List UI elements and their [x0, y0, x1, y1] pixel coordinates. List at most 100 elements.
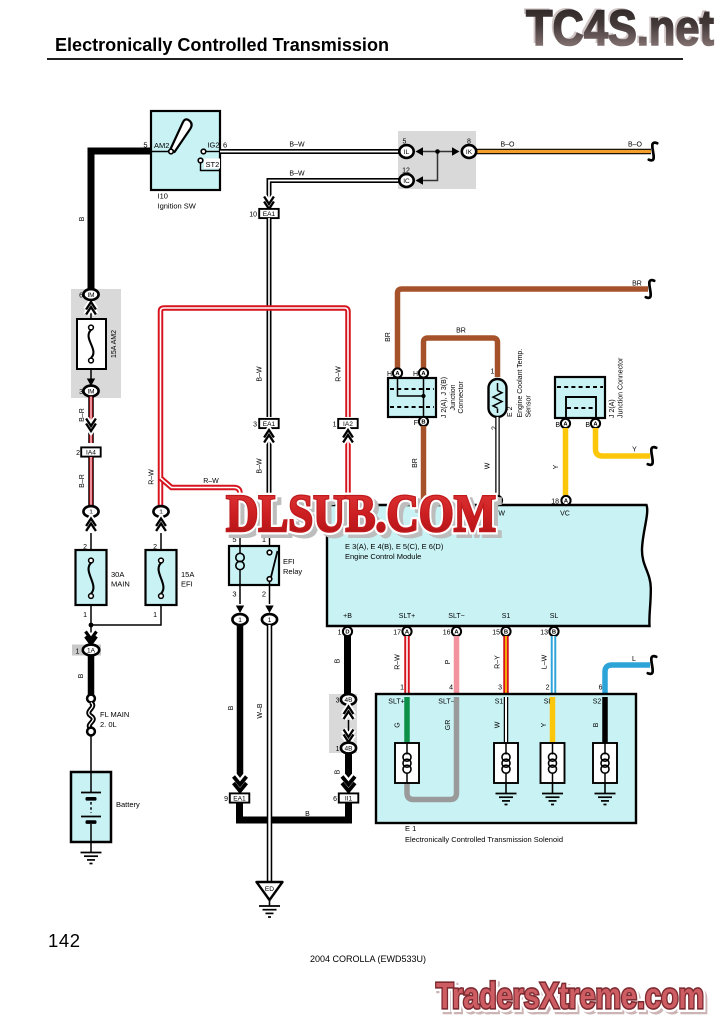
svg-text:Y: Y: [632, 447, 637, 454]
svg-text:Junction: Junction: [450, 384, 457, 410]
svg-text:R–W: R–W: [336, 366, 343, 382]
svg-text:TradersXtreme.com: TradersXtreme.com: [436, 975, 704, 1016]
svg-text:BR: BR: [385, 332, 392, 342]
svg-text:3: 3: [232, 590, 236, 599]
svg-text:R–W: R–W: [149, 469, 156, 485]
svg-text:Engine Control Module: Engine Control Module: [345, 552, 421, 561]
svg-text:AM2: AM2: [154, 141, 169, 150]
svg-text:A: A: [564, 499, 569, 505]
svg-text:IK: IK: [466, 149, 473, 156]
svg-text:S1: S1: [495, 699, 504, 706]
svg-text:B: B: [585, 422, 590, 429]
svg-text:S1: S1: [502, 613, 511, 620]
svg-text:IA4: IA4: [86, 449, 96, 456]
svg-text:ST2: ST2: [206, 160, 220, 169]
svg-text:B: B: [552, 630, 556, 636]
svg-text:EFI: EFI: [181, 580, 193, 589]
svg-text:P: P: [445, 659, 452, 664]
svg-text:BR: BR: [632, 281, 642, 288]
svg-text:A: A: [563, 422, 568, 428]
svg-text:6: 6: [599, 685, 603, 692]
svg-text:F: F: [414, 420, 418, 427]
svg-text:2: 2: [492, 426, 499, 430]
svg-text:W–B: W–B: [257, 703, 264, 719]
svg-text:2: 2: [153, 544, 157, 551]
svg-text:TC4S.net: TC4S.net: [526, 0, 714, 56]
svg-text:Ignition SW: Ignition SW: [158, 202, 197, 211]
svg-text:B–R: B–R: [79, 408, 86, 422]
svg-text:8: 8: [467, 139, 471, 146]
svg-text:B: B: [495, 499, 499, 505]
svg-text:2: 2: [262, 590, 266, 599]
svg-text:TC4S.net: TC4S.net: [524, 0, 712, 54]
svg-text:II1: II1: [345, 795, 353, 802]
svg-text:MAIN: MAIN: [111, 580, 130, 589]
svg-text:B–O: B–O: [628, 142, 643, 149]
svg-text:17: 17: [393, 630, 401, 637]
svg-text:B–O: B–O: [500, 142, 515, 149]
svg-text:B–W: B–W: [257, 366, 264, 382]
svg-text:DLSUB.COM: DLSUB.COM: [226, 485, 496, 543]
svg-text:B: B: [228, 705, 235, 710]
svg-text:Relay: Relay: [283, 567, 302, 576]
svg-text:J 2(A), J 3(B): J 2(A), J 3(B): [441, 377, 448, 418]
svg-text:Y: Y: [541, 722, 548, 727]
svg-text:9: 9: [224, 796, 228, 803]
svg-text:H: H: [387, 371, 392, 378]
svg-text:EA1: EA1: [263, 421, 276, 428]
svg-text:15: 15: [492, 630, 500, 637]
svg-text:Junction Connector: Junction Connector: [618, 357, 625, 418]
svg-text:15A: 15A: [181, 570, 194, 579]
svg-text:IL: IL: [404, 149, 410, 156]
svg-text:W: W: [495, 721, 502, 728]
svg-text:IM: IM: [87, 388, 94, 395]
svg-text:DLSUB.COM: DLSUB.COM: [231, 489, 501, 547]
svg-text:DLSUB.COM: DLSUB.COM: [226, 485, 496, 543]
svg-text:THW: THW: [489, 511, 505, 518]
svg-text:2. 0L: 2. 0L: [100, 720, 117, 729]
svg-text:5: 5: [403, 139, 407, 146]
svg-text:B–W: B–W: [289, 171, 305, 178]
svg-text:2004 COROLLA (EWD533U): 2004 COROLLA (EWD533U): [310, 954, 426, 964]
svg-text:1: 1: [238, 617, 242, 624]
svg-text:13: 13: [540, 630, 548, 637]
svg-text:R–W: R–W: [395, 654, 402, 670]
svg-text:B–R: B–R: [79, 474, 86, 488]
svg-text:EA1: EA1: [233, 795, 246, 802]
svg-text:1: 1: [153, 612, 157, 619]
svg-text:1: 1: [83, 612, 87, 619]
svg-text:Electronically Controlled Tran: Electronically Controlled Transmission S…: [405, 835, 563, 844]
svg-text:W: W: [485, 462, 492, 469]
svg-text:30A: 30A: [111, 570, 124, 579]
svg-text:B: B: [79, 216, 86, 221]
svg-text:IA2: IA2: [343, 421, 353, 428]
svg-text:B: B: [593, 722, 600, 727]
svg-text:B–W: B–W: [257, 458, 264, 474]
svg-text:1: 1: [159, 509, 163, 516]
svg-text:I10: I10: [158, 192, 168, 201]
svg-text:R–Y: R–Y: [495, 655, 502, 669]
svg-text:10: 10: [249, 212, 257, 219]
svg-text:EFI: EFI: [283, 557, 295, 566]
svg-text:3: 3: [253, 422, 257, 429]
svg-text:G: G: [395, 722, 402, 727]
svg-text:5: 5: [232, 535, 236, 544]
svg-text:B: B: [504, 630, 508, 636]
svg-text:B: B: [421, 420, 425, 426]
svg-text:SLT+: SLT+: [399, 613, 415, 620]
svg-text:3: 3: [79, 389, 83, 396]
svg-text:1A: 1A: [87, 647, 96, 654]
svg-text:EA1: EA1: [263, 211, 276, 218]
svg-text:2: 2: [76, 450, 80, 457]
svg-text:2: 2: [83, 544, 87, 551]
svg-text:2: 2: [546, 685, 550, 692]
svg-text:Battery: Battery: [116, 800, 140, 809]
svg-text:3: 3: [336, 698, 340, 705]
svg-text:18: 18: [551, 499, 559, 506]
svg-text:1: 1: [400, 685, 404, 692]
svg-text:15A AM2: 15A AM2: [111, 330, 118, 358]
svg-text:3: 3: [498, 685, 502, 692]
svg-text:A: A: [405, 630, 410, 636]
svg-text:16: 16: [443, 630, 451, 637]
svg-text:1: 1: [338, 630, 342, 637]
